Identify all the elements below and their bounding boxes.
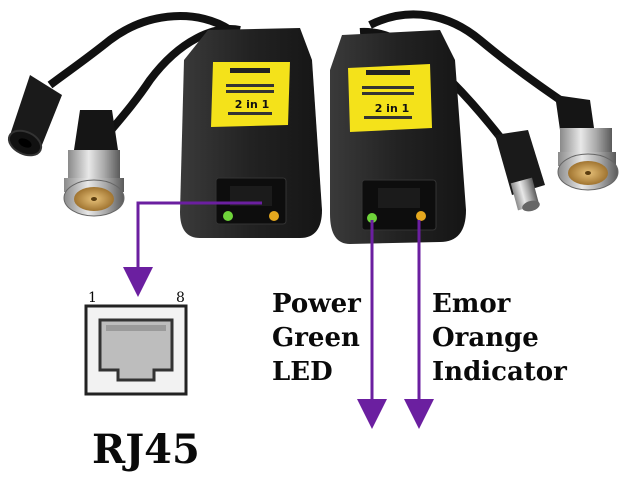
rj45-label: RJ45 [92,426,200,473]
orange-led-right [416,211,426,221]
power-label-line-2: Green [272,323,360,353]
orange-led-left [269,211,279,221]
bnc-connector-right [555,95,619,191]
emor-label-line-1: Emor [432,289,511,319]
pin-1-label: 1 [88,290,97,306]
rj45-callout-arrow [123,201,262,297]
dc-power-jack-left [7,75,62,157]
emor-label-line-2: Orange [432,323,539,353]
balun-left [180,28,322,238]
sticker-pin-marks-right [362,70,414,119]
rj45-jack-icon [84,304,188,396]
dc-power-jack-right [495,130,545,212]
green-led-right [367,213,377,223]
rj45-pin-slots [106,325,166,331]
emor-label-line-3: Indicator [432,357,567,387]
sticker-pin-marks-left [226,68,274,115]
green-led-left [223,211,233,221]
callout-arrows [123,201,434,429]
power-label-line-3: LED [272,357,333,387]
sticker-title-left: 2 in 1 [235,98,270,111]
pin-8-label: 8 [176,290,185,306]
power-label-line-1: Power [272,289,361,319]
balun-right [330,30,466,244]
sticker-title-right: 2 in 1 [375,102,410,115]
bnc-connector-left [63,110,125,217]
power-led-label: Power Green LED [272,287,361,389]
emor-indicator-label: Emor Orange Indicator [432,287,567,389]
